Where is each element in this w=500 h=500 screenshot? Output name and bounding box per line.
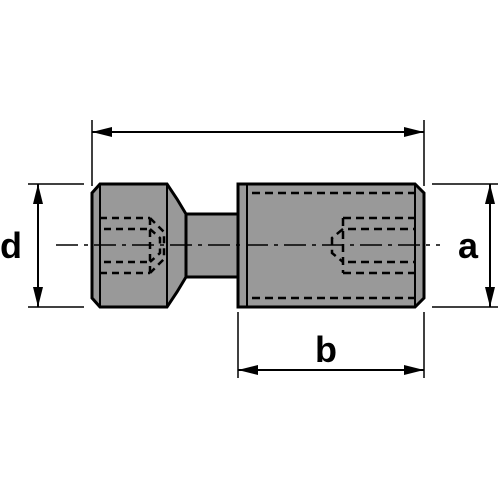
label-a: a [458, 225, 479, 266]
label-d: d [0, 225, 22, 266]
label-b: b [315, 329, 337, 370]
dimension-arrows [33, 127, 495, 375]
